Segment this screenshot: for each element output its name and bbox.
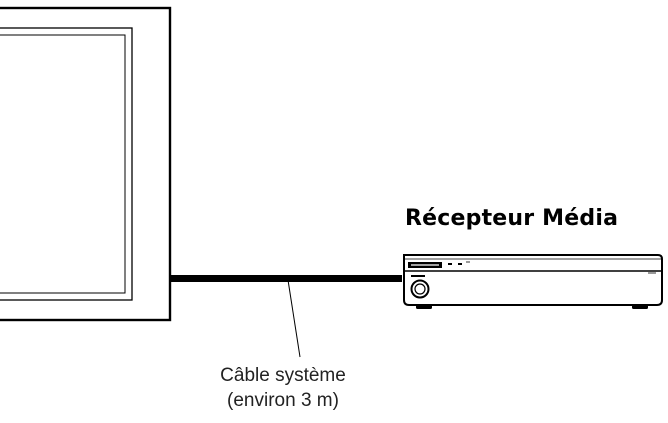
system-cable bbox=[170, 275, 402, 282]
media-receiver bbox=[403, 254, 663, 309]
cable-leader-line bbox=[287, 279, 301, 358]
cable-label: Câble système (environ 3 m) bbox=[198, 363, 368, 413]
receiver-indicator-2 bbox=[458, 263, 462, 265]
receiver-indicator-1 bbox=[448, 263, 452, 265]
display-panel bbox=[0, 6, 172, 322]
display-screen-edge bbox=[0, 34, 126, 294]
display-outer-frame bbox=[0, 6, 172, 322]
display-inner-frame bbox=[0, 27, 133, 301]
media-receiver-title: Récepteur Média bbox=[405, 206, 619, 231]
receiver-knob-center bbox=[414, 283, 426, 295]
receiver-body bbox=[403, 254, 663, 306]
cable-label-line2: (environ 3 m) bbox=[227, 390, 339, 411]
cable-label-line1: Câble système bbox=[220, 365, 346, 386]
receiver-knob-label bbox=[411, 275, 425, 277]
